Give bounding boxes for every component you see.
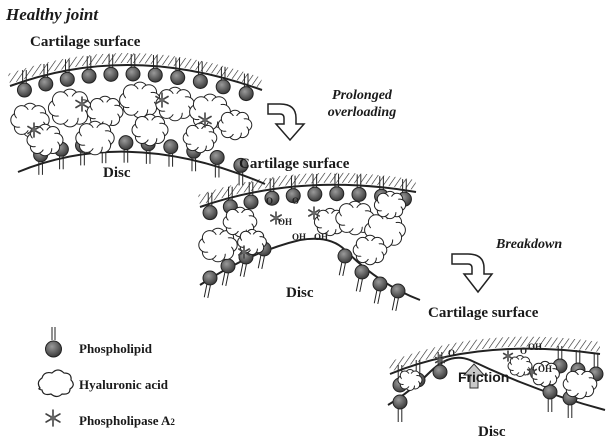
overloading-line-2: overloading [312,104,412,121]
legend-phospholipid-label: Phospholipid [79,341,152,357]
phospholipid-molecule [203,271,217,298]
breakdown-arrow [452,254,492,292]
phospholipase-legend-icon [46,410,60,426]
breakdown-disc-label: Disc [478,424,506,441]
legend-hyaluronic-label: Hyaluronic acid [79,377,168,393]
phospholipid-legend-icon [46,327,62,357]
phospholipid-molecule [221,259,235,286]
overloaded-cartilage-label: Cartilage surface [239,156,349,173]
chem-group-label: OH [278,217,292,227]
overloaded-disc-label: Disc [286,285,314,302]
chem-group-label: O [520,346,527,356]
diagram-title: Healthy joint [6,5,98,25]
hyaluronic-acid-blob [353,235,387,264]
phospholipid-molecule [373,277,387,304]
phospholipid-molecule [210,150,224,177]
breakdown-cartilage-label: Cartilage surface [428,305,538,322]
phospholipase-name: Phospholipase A [79,413,170,428]
phospholipid-molecule [164,140,178,167]
hyaluronic-acid-blob [183,123,217,152]
hyaluronic-acid-blob [76,121,114,155]
chem-group-label: O [266,196,273,206]
chem-group-label: OH [528,342,542,352]
phospholipid-molecule [393,395,407,422]
healthy-joint-panel [8,53,265,185]
healthy-disc-label: Disc [103,165,131,182]
phospholipid-molecule [355,265,369,292]
cartilage-surface-hatching [389,337,600,372]
overloading-line-1: Prolonged [312,87,412,104]
hyaluronic-acid-blob [563,369,597,398]
hyaluronic-acid-legend-icon [38,370,73,397]
chem-group-label: O [292,196,299,206]
legend-phospholipase-label: Phospholipase A2 [79,413,175,429]
phospholipid-molecule [543,385,557,412]
chem-group-label: OH [292,232,306,242]
legend [38,327,73,426]
hyaluronic-acid-blob [120,82,161,118]
friction-label: Friction [458,369,509,385]
breakdown-arrow-label: Breakdown [496,236,562,253]
phospholipase-subscript: 2 [170,417,175,427]
chem-group-label: O [448,348,455,358]
phospholipid-molecule [391,284,405,311]
chem-group-label: OH [314,232,328,242]
hyaluronic-acid-blob [374,191,405,218]
chem-group-label: OH [538,364,552,374]
phospholipase-legend-star [46,410,60,426]
hyaluronic-acid-blob [132,114,168,146]
overloading-arrow [268,104,304,140]
hyaluronic-acid-blob [218,110,252,139]
phospholipid-molecule [338,249,352,276]
phospholipid-molecule [119,136,133,163]
hyaluronic-acid-blob [48,89,91,127]
disc-surface-line [18,152,265,184]
overloading-arrow-label: Prolonged overloading [312,87,412,121]
healthy-cartilage-label: Cartilage surface [30,34,140,51]
hyaluronic-acid-blob [398,370,422,391]
